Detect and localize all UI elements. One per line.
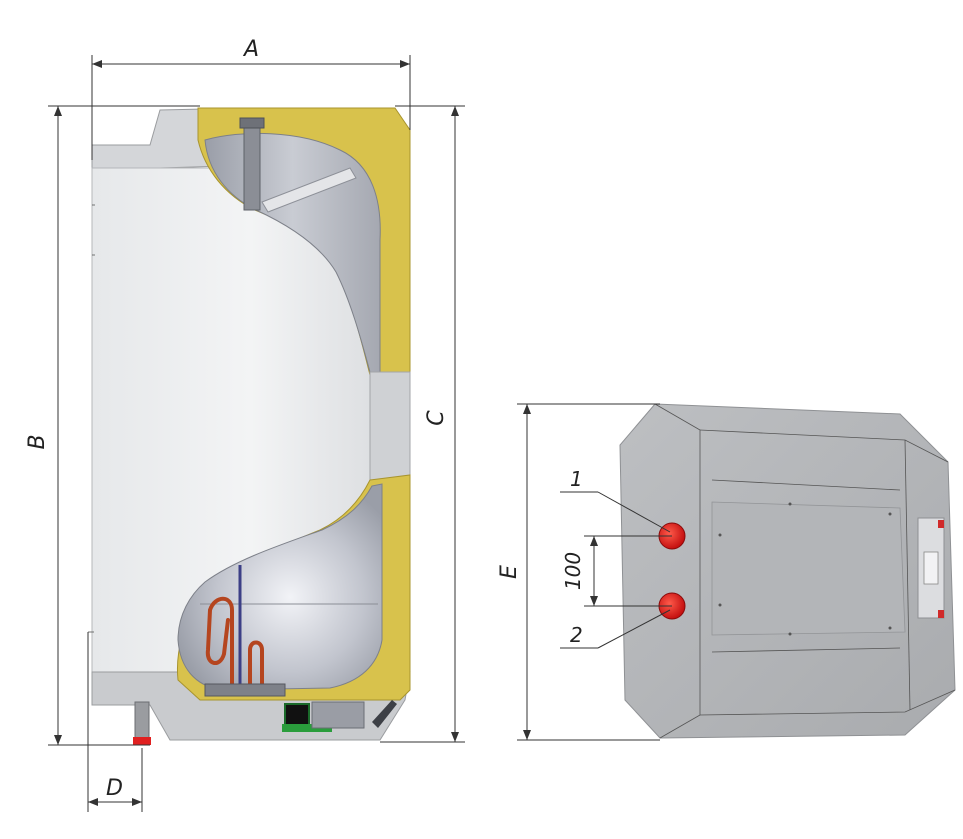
bevel-bottom bbox=[699, 689, 956, 716]
casing-right-strip bbox=[369, 371, 411, 483]
terminal-block bbox=[311, 701, 365, 729]
panel-line-bottom bbox=[711, 647, 901, 653]
dimension-d-label: D bbox=[106, 776, 123, 801]
screw-5 bbox=[888, 512, 892, 516]
dimension-a: A bbox=[91, 37, 411, 160]
screw-6 bbox=[888, 626, 892, 630]
screw-1 bbox=[718, 533, 722, 537]
callout-1-label: 1 bbox=[570, 467, 583, 491]
dimension-e: E bbox=[497, 403, 660, 741]
control-board-pcb bbox=[282, 724, 332, 732]
water-connection-pipe bbox=[134, 701, 150, 739]
bevel-left bbox=[654, 403, 701, 739]
dimension-spacing-label: 100 bbox=[561, 552, 585, 590]
dimension-b: B bbox=[25, 105, 200, 746]
control-board bbox=[284, 703, 310, 727]
dimension-a-label: A bbox=[242, 37, 259, 62]
bottom-view bbox=[619, 403, 956, 739]
side-view bbox=[88, 107, 411, 745]
dimension-c: C bbox=[380, 105, 465, 743]
panel-line-top bbox=[711, 479, 901, 491]
dimension-c-label: C bbox=[424, 410, 449, 426]
outlet-pipe bbox=[261, 167, 357, 213]
heater-flange bbox=[204, 683, 286, 697]
dimension-spacing: 100 bbox=[561, 535, 672, 607]
screw-4 bbox=[788, 632, 792, 636]
tank-lower bbox=[177, 483, 383, 691]
anode-rod bbox=[243, 121, 261, 211]
water-connection-tip bbox=[133, 737, 151, 745]
screw-2 bbox=[718, 603, 722, 607]
indicator-red-1 bbox=[938, 520, 944, 528]
cover-panel bbox=[711, 501, 906, 636]
bottom-cover-edge bbox=[372, 700, 397, 728]
callout-1: 1 bbox=[560, 467, 671, 533]
callout-2: 2 bbox=[560, 609, 671, 649]
indicator-red-2 bbox=[938, 610, 944, 618]
dimension-b-label: B bbox=[25, 434, 50, 449]
dimension-d: D bbox=[87, 632, 143, 812]
thermostat-knob bbox=[923, 551, 939, 585]
screw-3 bbox=[788, 502, 792, 506]
dimension-e-label: E bbox=[497, 565, 522, 579]
callout-2-label: 2 bbox=[570, 623, 583, 647]
bevel-right bbox=[904, 439, 911, 711]
heating-element bbox=[205, 596, 264, 690]
anode-cap bbox=[239, 117, 265, 129]
